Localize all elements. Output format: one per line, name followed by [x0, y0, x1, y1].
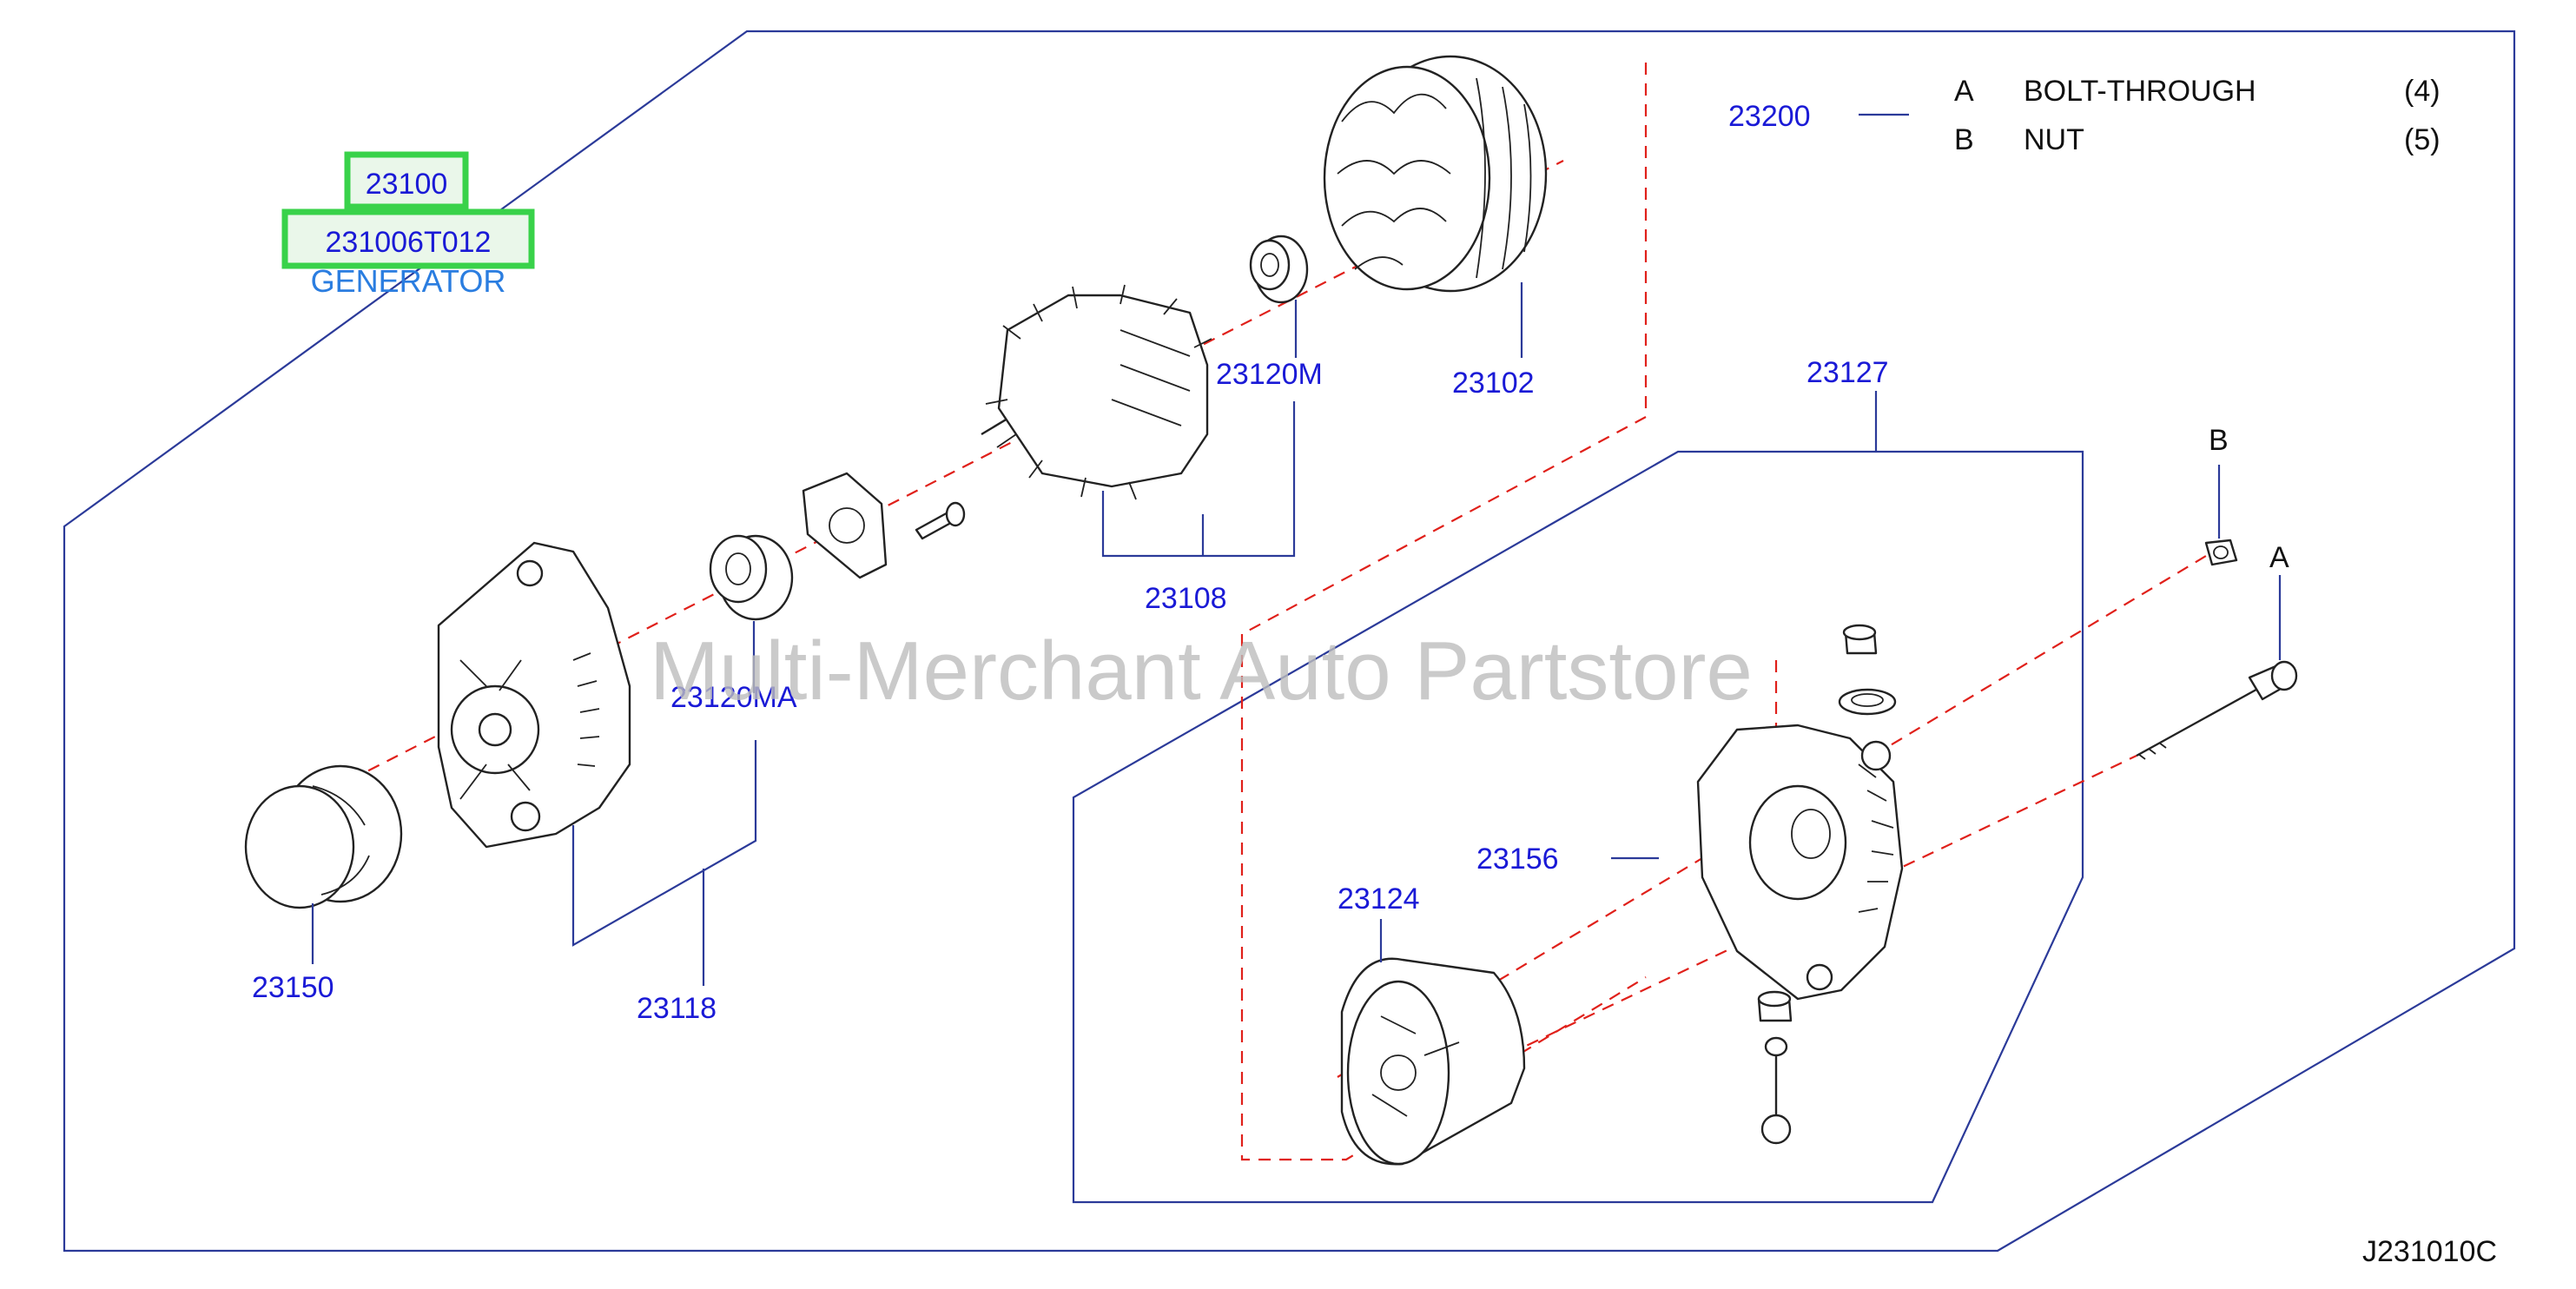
leader-23118: [571, 740, 757, 947]
nut-b-part[interactable]: [2204, 539, 2238, 566]
insulator-washer-part[interactable]: [1838, 688, 1897, 716]
callout-23156[interactable]: 23156: [1476, 843, 1559, 876]
callout-23120MA[interactable]: 23120MA: [670, 681, 797, 714]
rear-bracket-part[interactable]: [1696, 724, 1904, 1001]
oem-number[interactable]: 231006T012: [326, 226, 492, 259]
callout-23127[interactable]: 23127: [1807, 356, 1889, 389]
front-bracket-part[interactable]: [437, 541, 631, 849]
leader-23108: [1101, 401, 1296, 558]
bush-part[interactable]: [1757, 990, 1793, 1022]
part-number-highlight: [344, 151, 469, 210]
assembly-frame: [63, 30, 2516, 1253]
watermark: Multi-Merchant Auto Partstore: [650, 625, 1753, 717]
subassembly-frame: [1072, 450, 2084, 1204]
rear-centerline-2: [1432, 755, 2137, 1091]
callout-23108[interactable]: 23108: [1145, 582, 1227, 615]
oem-number-highlight: [281, 208, 535, 269]
callout-23150[interactable]: 23150: [252, 971, 334, 1004]
rotor-part[interactable]: [981, 284, 1212, 500]
assembly-name: GENERATOR: [311, 263, 506, 299]
legend-qty-a: (4): [2404, 75, 2441, 108]
insulator-nut-part[interactable]: [1842, 624, 1878, 655]
legend-name-b: NUT: [2024, 123, 2084, 156]
callout-23118[interactable]: 23118: [637, 992, 717, 1025]
part-number[interactable]: 23100: [366, 168, 448, 201]
pulley-part[interactable]: [244, 764, 403, 909]
legend-letter-b: B: [1954, 123, 1974, 156]
retainer-plate-part[interactable]: [802, 472, 888, 579]
rear-bearing-part[interactable]: [1249, 235, 1309, 304]
callout-ref-b: B: [2209, 424, 2229, 457]
front-bearing-part[interactable]: [709, 534, 794, 621]
through-bolt-a-part[interactable]: [2136, 660, 2298, 760]
terminal-bolt-part[interactable]: [1760, 1036, 1792, 1145]
regulator-part[interactable]: [1340, 957, 1526, 1166]
callout-23124[interactable]: 23124: [1338, 882, 1420, 916]
diagram-code: J231010C: [2362, 1235, 2497, 1268]
callout-23102[interactable]: 23102: [1452, 367, 1535, 400]
retainer-screw-part[interactable]: [915, 501, 966, 540]
legend-qty-b: (5): [2404, 123, 2441, 156]
legend-letter-a: A: [1954, 75, 1974, 108]
callout-23120M[interactable]: 23120M: [1216, 358, 1323, 391]
stator-part[interactable]: [1323, 55, 1548, 293]
legend-name-a: BOLT-THROUGH: [2024, 75, 2256, 108]
callout-ref-a: A: [2269, 541, 2289, 574]
legend-group-number[interactable]: 23200: [1728, 100, 1811, 133]
